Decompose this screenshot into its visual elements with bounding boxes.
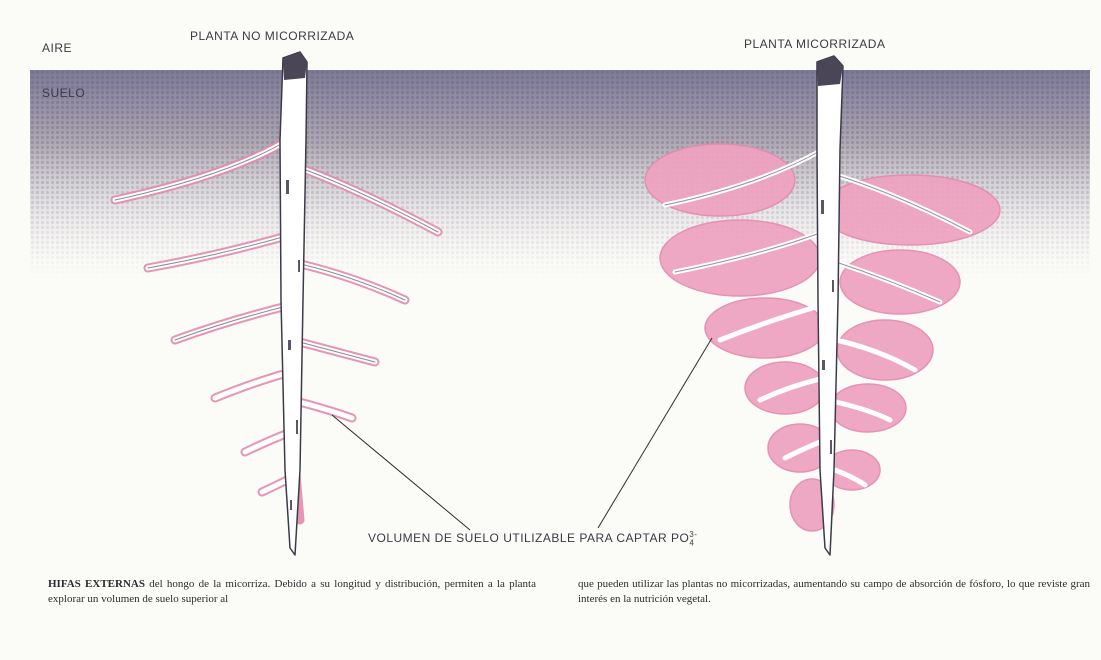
caption-right-text: que pueden utilizar las plantas no micor… (578, 578, 1090, 605)
volume-label: VOLUMEN DE SUELO UTILIZABLE PARA CAPTAR … (368, 530, 702, 547)
caption-left: HIFAS EXTERNAS del hongo de la micorriza… (48, 577, 536, 607)
pointer-lines (332, 338, 712, 530)
volume-label-superscript: 3- (689, 530, 697, 539)
soil-layer (30, 70, 1090, 280)
caption-lead: HIFAS EXTERNAS (48, 578, 145, 590)
left-plant-title: PLANTA NO MICORRIZADA (190, 29, 354, 43)
volume-label-text: VOLUMEN DE SUELO UTILIZABLE PARA CAPTAR … (368, 531, 689, 545)
right-plant-title: PLANTA MICORRIZADA (744, 37, 885, 51)
caption-right: que pueden utilizar las plantas no micor… (578, 577, 1090, 607)
air-label: AIRE (42, 41, 72, 55)
soil-label: SUELO (42, 86, 85, 100)
volume-label-subscript: 4 (689, 538, 694, 547)
